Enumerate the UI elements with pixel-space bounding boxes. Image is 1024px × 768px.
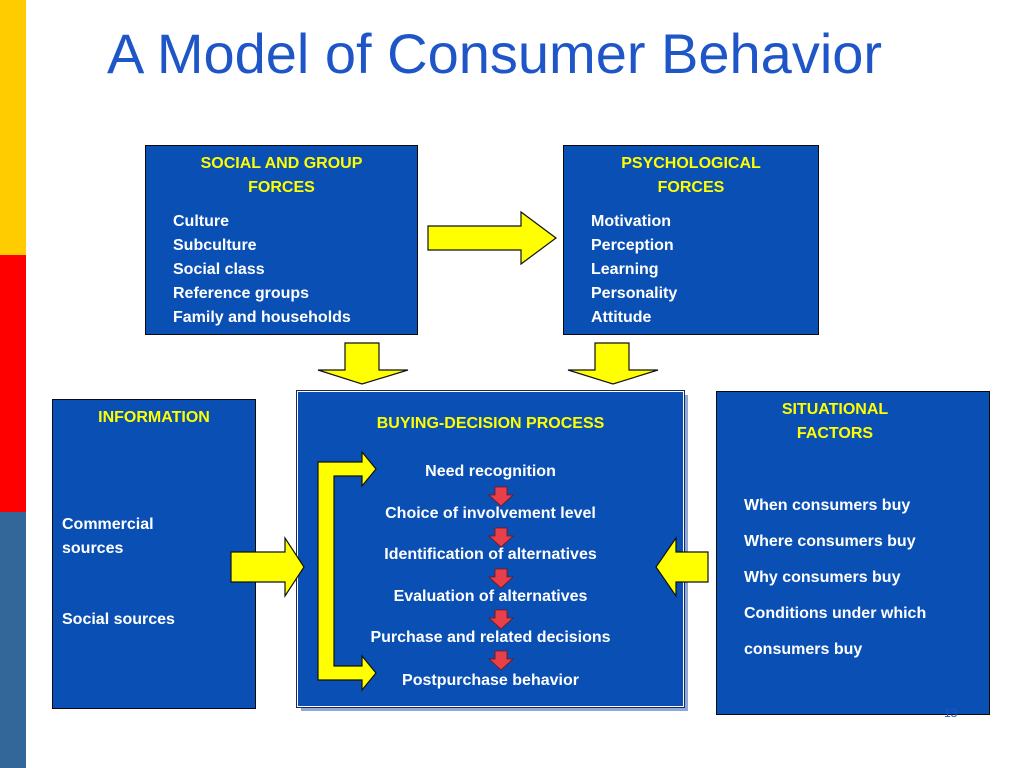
arrow-right-icon — [427, 210, 558, 266]
situational-item: consumers buy — [744, 641, 863, 658]
buying-decision-box: BUYING-DECISION PROCESS Need recognition… — [296, 390, 685, 708]
situational-heading-line-2: FACTORS — [796, 425, 874, 442]
buying-step: Identification of alternatives — [384, 546, 597, 563]
social-group-forces-box: SOCIAL AND GROUP FORCES Culture Subcultu… — [145, 145, 418, 335]
information-heading: INFORMATION — [98, 409, 210, 426]
information-item: Commercial sources — [62, 516, 154, 557]
step-arrow-icon — [487, 486, 515, 507]
situational-item: Where consumers buy — [744, 533, 916, 550]
social-heading: SOCIAL AND GROUP FORCES — [146, 152, 417, 200]
buying-step: Postpurchase behavior — [402, 672, 579, 689]
psych-heading: PSYCHOLOGICAL FORCES — [564, 152, 818, 200]
step-arrow-icon — [487, 568, 515, 589]
situational-items: When consumers buy Where consumers buy W… — [744, 488, 926, 668]
step-arrow-icon — [487, 609, 515, 630]
arrow-down-icon — [317, 342, 409, 385]
feedback-loop-arrow-icon — [317, 450, 377, 692]
psych-item: Learning — [591, 261, 659, 278]
arrow-right-icon — [230, 535, 305, 599]
situational-heading: SITUATIONAL FACTORS — [717, 398, 953, 446]
slide-title: A Model of Consumer Behavior — [107, 22, 883, 85]
arrow-down-icon — [567, 342, 659, 385]
psych-item: Personality — [591, 285, 678, 302]
information-box: INFORMATION Commercial sources Social so… — [52, 399, 256, 709]
psych-heading-line-2: FORCES — [657, 179, 725, 196]
buying-heading: BUYING-DECISION PROCESS — [376, 415, 605, 432]
stripe-blue — [0, 512, 26, 768]
situational-factors-box: SITUATIONAL FACTORS When consumers buy W… — [716, 391, 990, 715]
social-items: Culture Subculture Social class Referenc… — [173, 210, 351, 330]
arrow-left-icon — [655, 536, 709, 598]
social-item: Subculture — [173, 237, 257, 254]
psych-item: Attitude — [591, 309, 652, 326]
psychological-forces-box: PSYCHOLOGICAL FORCES Motivation Percepti… — [563, 145, 819, 335]
situational-item: Why consumers buy — [744, 569, 901, 586]
social-item: Culture — [173, 213, 229, 230]
page-number: 13 — [944, 706, 958, 720]
situational-item: Conditions under which — [744, 605, 927, 622]
social-heading-line-2: FORCES — [248, 179, 315, 196]
buying-step: Purchase and related decisions — [370, 629, 611, 646]
buying-step: Need recognition — [425, 463, 556, 480]
stripe-red — [0, 255, 26, 512]
social-item: Family and households — [173, 309, 351, 326]
psych-heading-line-1: PSYCHOLOGICAL — [621, 155, 761, 172]
stripe-yellow — [0, 0, 26, 255]
psych-item: Perception — [591, 237, 674, 254]
situational-item: When consumers buy — [744, 497, 911, 514]
social-item: Reference groups — [173, 285, 310, 302]
buying-step: Evaluation of alternatives — [393, 588, 588, 605]
social-heading-line-1: SOCIAL AND GROUP — [200, 155, 363, 172]
situational-heading-line-1: SITUATIONAL — [781, 401, 889, 418]
step-arrow-icon — [487, 527, 515, 548]
information-item: Social sources — [62, 611, 175, 628]
psych-item: Motivation — [591, 213, 671, 230]
buying-step: Choice of involvement level — [385, 505, 596, 522]
social-item: Social class — [173, 261, 265, 278]
step-arrow-icon — [487, 650, 515, 671]
psych-items: Motivation Perception Learning Personali… — [591, 210, 677, 330]
